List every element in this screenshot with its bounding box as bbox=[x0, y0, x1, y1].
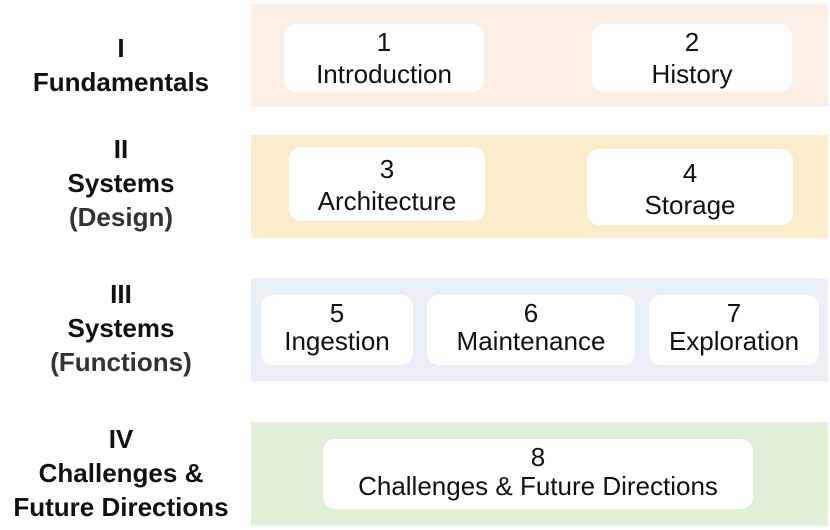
chapter-6-number: 6 bbox=[523, 298, 539, 328]
part-3-band: 5 Ingestion 6 Maintenance 7 Exploration bbox=[251, 278, 828, 381]
part-2-numeral: II bbox=[113, 134, 129, 164]
part-4-label: IV Challenges & Future Directions bbox=[0, 422, 242, 524]
part-1-band: 1 Introduction 2 History bbox=[251, 4, 828, 107]
part-1-name: Fundamentals bbox=[32, 67, 210, 97]
chapter-4-box[interactable]: 4 Storage bbox=[587, 149, 793, 225]
part-4-name: Challenges & bbox=[38, 458, 204, 488]
chapter-8-title: Challenges & Future Directions bbox=[358, 471, 718, 501]
chapter-6-box[interactable]: 6 Maintenance bbox=[427, 295, 635, 365]
chapter-8-box[interactable]: 8 Challenges & Future Directions bbox=[323, 439, 753, 509]
chapter-3-title: Architecture bbox=[317, 186, 457, 216]
part-1-label: I Fundamentals bbox=[0, 31, 242, 99]
chapter-2-box[interactable]: 2 History bbox=[592, 24, 792, 92]
chapter-2-number: 2 bbox=[684, 27, 700, 57]
part-4-band: 8 Challenges & Future Directions bbox=[251, 422, 828, 526]
part-4-subtitle: Future Directions bbox=[13, 492, 229, 522]
chapter-4-title: Storage bbox=[644, 190, 736, 220]
chapter-7-number: 7 bbox=[726, 298, 742, 328]
chapter-6-title: Maintenance bbox=[456, 326, 606, 356]
chapter-5-box[interactable]: 5 Ingestion bbox=[261, 295, 413, 365]
chapter-5-number: 5 bbox=[329, 298, 345, 328]
chapter-5-title: Ingestion bbox=[284, 326, 390, 356]
part-1-numeral: I bbox=[117, 33, 125, 63]
chapter-7-box[interactable]: 7 Exploration bbox=[649, 295, 819, 365]
chapter-2-title: History bbox=[651, 59, 733, 89]
part-3-name: Systems bbox=[67, 313, 175, 343]
part-3-subtitle: (Functions) bbox=[50, 347, 192, 377]
part-2-name: Systems bbox=[67, 168, 175, 198]
chapter-1-title: Introduction bbox=[316, 59, 452, 89]
chapter-1-number: 1 bbox=[376, 27, 392, 57]
chapter-1-box[interactable]: 1 Introduction bbox=[284, 24, 484, 92]
chapter-7-title: Exploration bbox=[668, 326, 800, 356]
part-3-label: III Systems (Functions) bbox=[0, 277, 242, 379]
part-2-label: II Systems (Design) bbox=[0, 132, 242, 234]
part-2-band: 3 Architecture 4 Storage bbox=[251, 135, 828, 238]
chapter-3-number: 3 bbox=[379, 154, 395, 184]
chapter-4-number: 4 bbox=[682, 158, 698, 188]
part-3-numeral: III bbox=[110, 279, 132, 309]
chapter-8-number: 8 bbox=[530, 442, 546, 472]
chapter-3-box[interactable]: 3 Architecture bbox=[289, 147, 485, 221]
part-2-subtitle: (Design) bbox=[69, 202, 173, 232]
part-4-numeral: IV bbox=[108, 424, 134, 454]
